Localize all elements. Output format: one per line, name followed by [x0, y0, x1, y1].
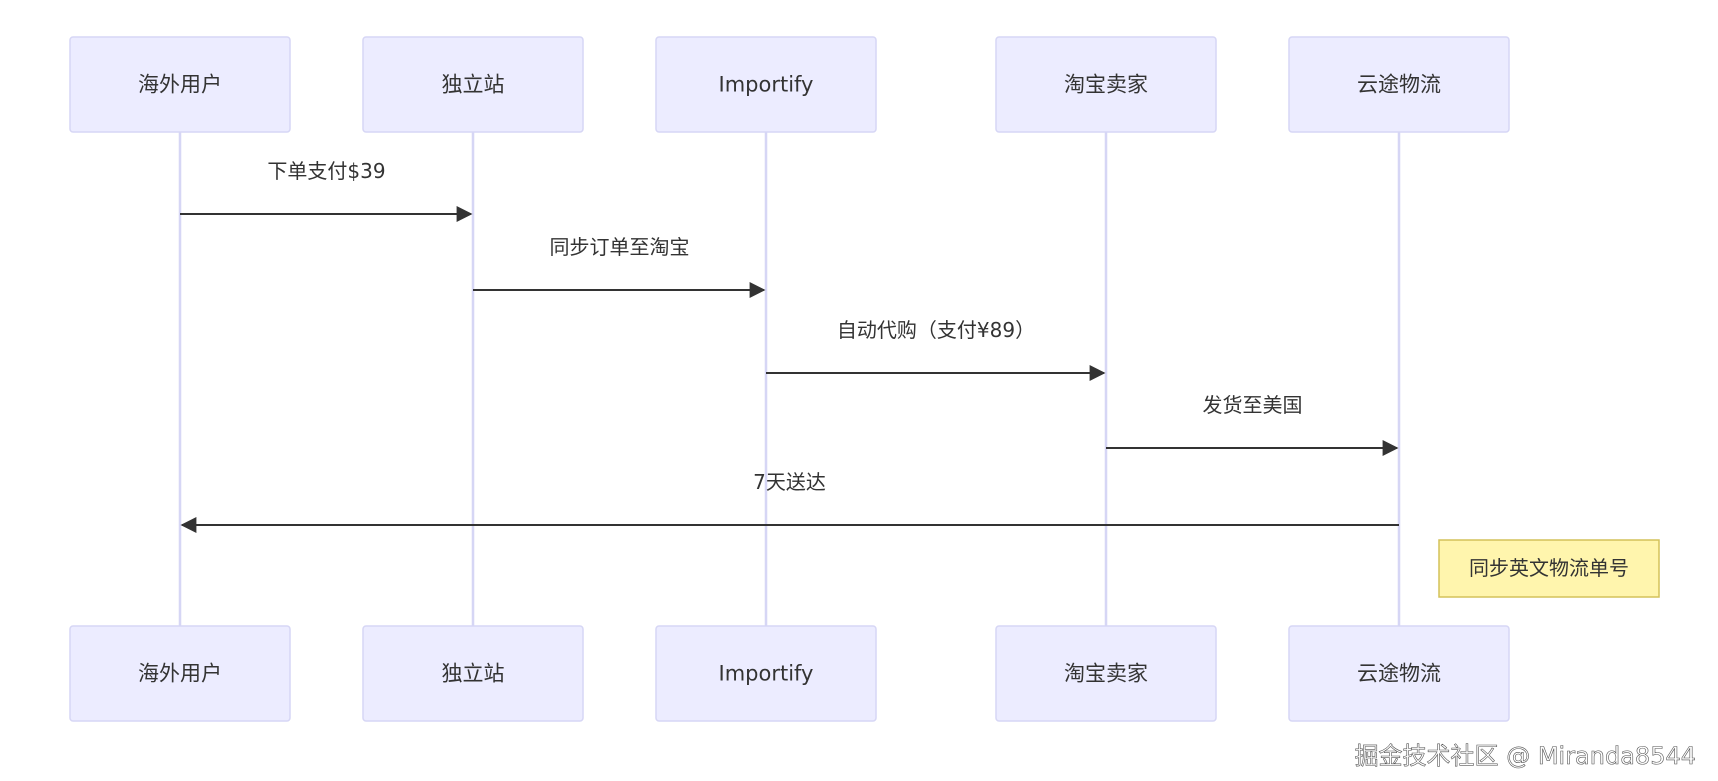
actor-importify-bottom: Importify — [655, 625, 877, 722]
actor-box — [1288, 36, 1510, 133]
message-3: 自动代购（支付¥89） — [766, 318, 1106, 381]
actor-user-bottom: 海外用户 — [69, 625, 291, 722]
actor-label: 云途物流 — [1357, 662, 1441, 686]
message-2: 同步订单至淘宝 — [473, 235, 766, 298]
actor-box — [655, 625, 877, 722]
message-label: 同步订单至淘宝 — [550, 235, 690, 259]
message-label: 发货至美国 — [1203, 393, 1303, 417]
actor-label: 云途物流 — [1357, 73, 1441, 97]
actor-label: 独立站 — [442, 662, 505, 686]
actor-box — [995, 625, 1217, 722]
message-1: 下单支付$39 — [180, 159, 473, 222]
note: 同步英文物流单号 — [1438, 539, 1660, 598]
actor-label: 独立站 — [442, 73, 505, 97]
actor-label: 淘宝卖家 — [1064, 662, 1148, 686]
actor-box — [362, 625, 584, 722]
actor-box — [655, 36, 877, 133]
actor-label: Importify — [719, 662, 814, 686]
message-label: 自动代购（支付¥89） — [837, 318, 1035, 342]
message-5: 7天送达 — [180, 470, 1399, 533]
actor-box — [995, 36, 1217, 133]
actor-seller-bottom: 淘宝卖家 — [995, 625, 1217, 722]
actor-box — [69, 36, 291, 133]
message-4: 发货至美国 — [1106, 393, 1399, 456]
watermark: 掘金技术社区 @ Miranda8544 — [1354, 742, 1696, 771]
actor-seller-top: 淘宝卖家 — [995, 36, 1217, 133]
actor-user-top: 海外用户 — [69, 36, 291, 133]
actor-importify-top: Importify — [655, 36, 877, 133]
actor-label: Importify — [719, 73, 814, 97]
actor-logistics-bottom: 云途物流 — [1288, 625, 1510, 722]
actor-site-top: 独立站 — [362, 36, 584, 133]
message-label: 下单支付$39 — [267, 159, 385, 183]
actor-label: 淘宝卖家 — [1064, 73, 1148, 97]
note-label: 同步英文物流单号 — [1469, 556, 1629, 580]
actor-label: 海外用户 — [138, 73, 222, 97]
actor-logistics-top: 云途物流 — [1288, 36, 1510, 133]
note-box — [1438, 539, 1660, 598]
actor-label: 海外用户 — [138, 662, 222, 686]
actor-box — [362, 36, 584, 133]
actor-site-bottom: 独立站 — [362, 625, 584, 722]
actor-box — [69, 625, 291, 722]
message-label: 7天送达 — [753, 470, 826, 494]
actor-box — [1288, 625, 1510, 722]
